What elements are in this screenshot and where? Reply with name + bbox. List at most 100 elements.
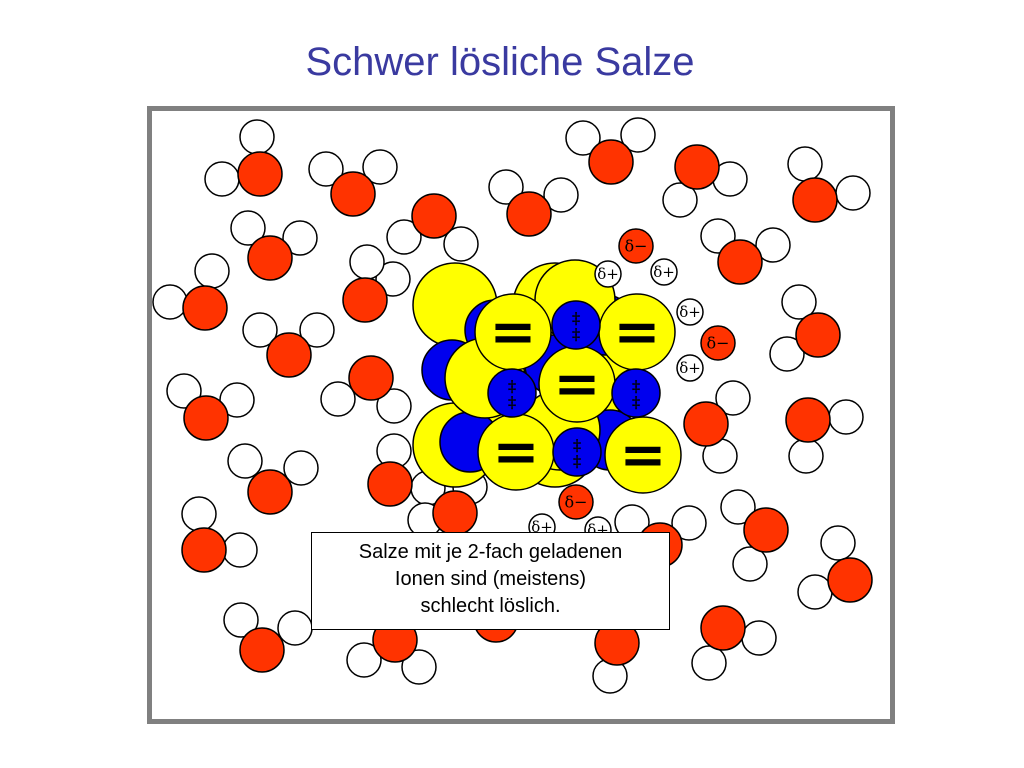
oxygen-atom (743, 507, 789, 553)
hydrogen-atom (376, 388, 412, 424)
oxygen-atom (700, 605, 746, 651)
delta-plus-label: δ+ (679, 359, 701, 377)
anion (604, 416, 682, 494)
water-molecule (223, 602, 313, 673)
oxygen-atom (247, 469, 293, 515)
hydrogen-atom (443, 226, 479, 262)
hydrogen-atom (620, 117, 656, 153)
hydrogen-atom (152, 284, 188, 320)
water-molecule (308, 149, 398, 217)
hydrogen-atom (299, 312, 335, 348)
cation (611, 368, 661, 418)
oxygen-atom (558, 484, 594, 520)
water-molecule (152, 253, 230, 331)
delta-plus-label: δ+ (679, 303, 701, 321)
water-molecule (662, 144, 748, 218)
hydrogen-atom (594, 260, 622, 288)
water-molecule (227, 443, 319, 515)
hydrogen-atom (283, 450, 319, 486)
hydrogen-atom (671, 505, 707, 541)
note-line-1: Salze mit je 2-fach geladenen (358, 541, 623, 563)
water-molecule (769, 284, 841, 372)
note-line-2: Ionen sind (meistens) (394, 568, 587, 590)
oxygen-atom (683, 401, 729, 447)
water-molecule (166, 373, 255, 441)
water-molecule (720, 489, 789, 582)
hydrogen-atom (820, 525, 856, 561)
water-molecule (785, 397, 864, 474)
hydrogen-atom (691, 645, 727, 681)
delta-plus-label: δ+ (653, 263, 675, 281)
water-molecule (181, 496, 258, 573)
hydrogen-atom (227, 443, 263, 479)
oxygen-atom (785, 397, 831, 443)
water-molecule (204, 119, 283, 197)
note-line-3: schlecht löslich. (420, 595, 561, 617)
hydrogen-atom (346, 642, 382, 678)
oxygen-atom (342, 277, 388, 323)
oxygen-atom (330, 171, 376, 217)
note-box: Salze mit je 2-fach geladenen Ionen sind… (311, 532, 670, 630)
anion-charge-label: = (614, 299, 661, 365)
oxygen-atom (183, 395, 229, 441)
cation-charge-label: ‡ (632, 393, 640, 412)
hydrogen-atom (282, 220, 318, 256)
hydrogen-atom (181, 496, 217, 532)
cation (487, 368, 537, 418)
hydrogen-atom (732, 546, 768, 582)
delta-minus-label: δ− (624, 237, 647, 256)
hydrogen-atom (787, 146, 823, 182)
hydrogen-atom (223, 602, 259, 638)
cation-charge-label: ‡ (508, 393, 516, 412)
hydrogen-atom (488, 169, 524, 205)
hydrogen-atom (565, 120, 601, 156)
oxygen-atom (181, 527, 227, 573)
oxygen-atom (506, 191, 552, 237)
water-molecule (488, 169, 579, 237)
water-molecule (367, 433, 446, 507)
water-molecule (683, 380, 751, 474)
hydrogen-atom (219, 382, 255, 418)
anion-charge-label: = (620, 422, 667, 488)
hydrogen-atom (277, 610, 313, 646)
oxygen-atom (247, 235, 293, 281)
water-molecule (230, 210, 318, 281)
hydrogen-atom (715, 380, 751, 416)
water-molecule (691, 605, 777, 681)
polarized-water-molecule: δ+ δ+ δ− (676, 298, 736, 382)
hydrogen-atom (788, 438, 824, 474)
hydrogen-atom (781, 284, 817, 320)
hydrogen-atom (386, 219, 422, 255)
anion-charge-label: = (554, 351, 601, 417)
delta-minus-label: δ− (706, 334, 729, 353)
hydrogen-atom (308, 151, 344, 187)
cation-charge-label: ‡ (632, 377, 640, 396)
hydrogen-atom (375, 261, 411, 297)
water-molecule (700, 218, 791, 285)
hydrogen-atom (349, 244, 385, 280)
hydrogen-atom (662, 182, 698, 218)
water-molecule (797, 525, 873, 610)
hydrogen-atom (401, 649, 437, 685)
hydrogen-atom (230, 210, 266, 246)
hydrogen-atom (166, 373, 202, 409)
hydrogen-atom (835, 175, 871, 211)
oxygen-atom (432, 490, 478, 536)
oxygen-atom (795, 312, 841, 358)
hydrogen-atom (676, 354, 704, 382)
page-title: Schwer lösliche Salze (305, 40, 695, 84)
oxygen-atom (411, 193, 457, 239)
cation-charge-label: ‡ (572, 325, 580, 344)
oxygen-atom (674, 144, 720, 190)
hydrogen-atom (320, 381, 356, 417)
oxygen-atom (827, 557, 873, 603)
cation-charge-label: ‡ (573, 436, 581, 455)
cation (552, 427, 602, 477)
oxygen-atom (618, 228, 654, 264)
hydrogen-atom (650, 258, 678, 286)
hydrogen-atom (676, 298, 704, 326)
ion-lattice: =====‡‡‡‡‡‡‡‡ (412, 259, 682, 494)
water-molecule (407, 469, 488, 538)
water-molecule (565, 117, 656, 185)
hydrogen-atom (362, 149, 398, 185)
